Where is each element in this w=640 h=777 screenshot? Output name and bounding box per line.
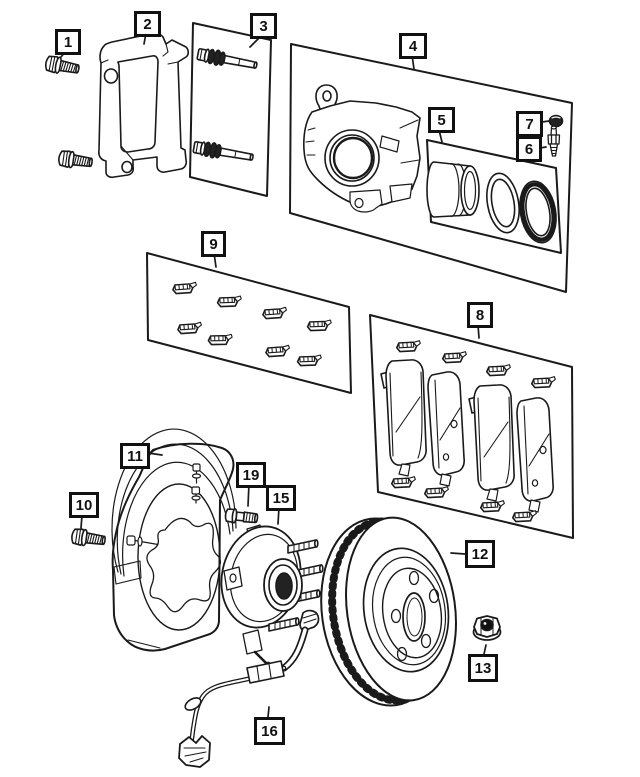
callout-label-10[interactable]: 10 bbox=[69, 492, 99, 518]
callout-label-7[interactable]: 7 bbox=[516, 111, 543, 137]
piston-seal-kit-drawing bbox=[426, 161, 557, 244]
adapter-bolts-drawing bbox=[43, 54, 94, 172]
callout-label-1[interactable]: 1 bbox=[55, 29, 81, 55]
callout-label-6[interactable]: 6 bbox=[516, 136, 542, 162]
caliper-adapter-drawing bbox=[98, 32, 190, 179]
bleeder-screw-drawing bbox=[547, 125, 561, 157]
callout-label-11[interactable]: 11 bbox=[120, 443, 150, 469]
callout-label-5[interactable]: 5 bbox=[428, 107, 455, 133]
brake-rotor-drawing bbox=[320, 516, 457, 707]
callout-label-8[interactable]: 8 bbox=[467, 302, 493, 328]
caliper-drawing bbox=[303, 84, 421, 213]
hub-stud-drawing bbox=[224, 508, 259, 524]
callout-label-12[interactable]: 12 bbox=[465, 540, 495, 568]
callout-label-15[interactable]: 15 bbox=[266, 485, 296, 511]
hub-nut-drawing bbox=[472, 615, 502, 641]
callout-label-2[interactable]: 2 bbox=[134, 11, 161, 37]
abs-sensor-drawing bbox=[178, 609, 320, 768]
callout-label-4[interactable]: 4 bbox=[399, 33, 427, 59]
callout-label-19[interactable]: 19 bbox=[236, 462, 266, 488]
shield-bolt-drawing bbox=[70, 527, 107, 550]
hub-bearing-drawing bbox=[220, 524, 324, 669]
callout-label-9[interactable]: 9 bbox=[201, 231, 226, 257]
callout-label-3[interactable]: 3 bbox=[250, 13, 277, 39]
callout-label-13[interactable]: 13 bbox=[468, 654, 498, 682]
callout-label-16[interactable]: 16 bbox=[254, 717, 285, 745]
bleeder-cap-drawing bbox=[548, 114, 564, 128]
splash-shield-drawing bbox=[111, 428, 237, 652]
